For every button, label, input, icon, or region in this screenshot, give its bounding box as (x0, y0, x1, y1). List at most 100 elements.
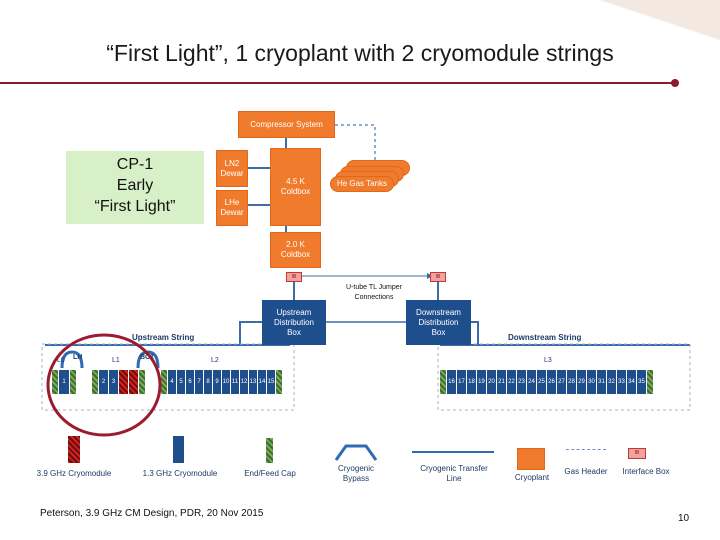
legend-gas-header-line (566, 449, 606, 450)
module-4: 4 (168, 370, 176, 394)
page-number: 10 (678, 513, 690, 524)
legend-endcap-swatch (266, 438, 273, 463)
ln2-line2: Dewar (220, 168, 244, 178)
legend-bypass-icon (334, 444, 378, 461)
ddb-line3: Box (431, 327, 446, 337)
coldbox45-line1: 4.5 K (286, 177, 305, 186)
module-19: 19 (477, 370, 486, 394)
label-l1: L1 (112, 357, 120, 364)
coldbox20-line1: 2.0 K (286, 240, 305, 249)
legend-bypass-line2: Bypass (342, 474, 370, 483)
legend-transfer-line (412, 451, 494, 453)
upstream-distribution-box: Upstream Distribution Box (262, 300, 326, 345)
legend-ib-swatch: IB (628, 448, 646, 459)
legend-cm39-label: 3.9 GHz Cryomodule (36, 469, 112, 478)
legend-cm13-swatch (173, 436, 184, 463)
module-20: 20 (487, 370, 496, 394)
ln2-line1: LN2 (224, 158, 240, 168)
end-cap (52, 370, 58, 394)
title-rule-dot (671, 79, 679, 87)
module-3: 3 (109, 370, 118, 394)
module-17: 17 (457, 370, 466, 394)
coldbox-4-5k: 4.5 K Coldbox (270, 148, 321, 226)
legend-ib-label: Interface Box (622, 467, 670, 476)
he-gas-tanks: He Gas Tanks (330, 176, 394, 192)
downstream-distribution-box: Downstream Distribution Box (406, 300, 471, 345)
legend-cm39-swatch (68, 436, 80, 463)
label-lh: LH (73, 354, 83, 361)
module-31: 31 (597, 370, 606, 394)
module-26: 26 (547, 370, 556, 394)
label-l2: L2 (211, 357, 219, 364)
ddb-line2: Distribution (418, 317, 459, 327)
module-27: 27 (557, 370, 566, 394)
legend-transfer-line1: Cryogenic Transfer (420, 464, 488, 473)
slide-title: “First Light”, 1 cryoplant with 2 cryomo… (106, 40, 614, 66)
module-33: 33 (617, 370, 626, 394)
module-25: 25 (537, 370, 546, 394)
cryomodule-3-9ghz (119, 370, 128, 394)
coldbox45-line2: Coldbox (280, 187, 311, 196)
udb-line1: Upstream (276, 307, 312, 317)
module-30: 30 (587, 370, 596, 394)
interface-box-downstream: IB (430, 272, 446, 282)
module-2: 2 (99, 370, 108, 394)
udb-line2: Distribution (273, 317, 314, 327)
compressor-system: Compressor System (238, 111, 335, 138)
jumper-line1: U-tube TL Jumper (345, 284, 403, 291)
ib-label-downstream: IB (435, 274, 441, 280)
module-15: 15 (267, 370, 275, 394)
legend-cm13-label: 1.3 GHz Cryomodule (142, 469, 218, 478)
module-7: 7 (195, 370, 203, 394)
module-6: 6 (186, 370, 194, 394)
corner-decoration (600, 0, 720, 40)
footer-text: Peterson, 3.9 GHz CM Design, PDR, 20 Nov… (40, 508, 264, 519)
module-32: 32 (607, 370, 616, 394)
legend-cryoplant-swatch (517, 448, 545, 470)
lhe-dewar: LHe Dewar (216, 190, 248, 226)
cp1-callout: CP-1 Early “First Light” (66, 151, 204, 224)
module-23: 23 (517, 370, 526, 394)
label-l0: L0 (57, 357, 65, 364)
module-29: 29 (577, 370, 586, 394)
ln2-dewar: LN2 Dewar (216, 150, 248, 187)
coldbox20-line2: Coldbox (280, 250, 311, 259)
module-16: 16 (447, 370, 456, 394)
cp1-line2: Early (116, 177, 154, 194)
module-1: 1 (59, 370, 69, 394)
label-bc1: BC1 (140, 354, 155, 361)
end-cap (161, 370, 167, 394)
downstream-string-label: Downstream String (508, 333, 582, 342)
lhe-line2: Dewar (220, 208, 244, 217)
module-9: 9 (213, 370, 221, 394)
module-5: 5 (177, 370, 185, 394)
module-14: 14 (258, 370, 266, 394)
module-13: 13 (249, 370, 257, 394)
module-35: 35 (637, 370, 646, 394)
compressor-label: Compressor System (250, 119, 323, 129)
module-24: 24 (527, 370, 536, 394)
legend-cryoplant-label: Cryoplant (514, 473, 550, 482)
upstream-string-label: Upstream String (132, 333, 195, 342)
interface-box-upstream: IB (286, 272, 302, 282)
legend-transfer-label: Cryogenic Transfer Line (400, 464, 508, 484)
legend-endcap-label: End/Feed Cap (244, 469, 296, 478)
coldbox-2-0k: 2.0 K Coldbox (270, 232, 321, 268)
highlight-circle (46, 333, 162, 437)
module-21: 21 (497, 370, 506, 394)
module-11: 11 (231, 370, 239, 394)
legend-bypass-line1: Cryogenic (337, 464, 374, 473)
module-10: 10 (222, 370, 230, 394)
legend-gas-header-label: Gas Header (564, 467, 608, 476)
module-34: 34 (627, 370, 636, 394)
cryomodule-3-9ghz (129, 370, 138, 394)
title-rule (0, 82, 676, 84)
end-cap (70, 370, 76, 394)
legend-transfer-line2: Line (446, 474, 462, 483)
module-22: 22 (507, 370, 516, 394)
ib-label-upstream: IB (291, 274, 297, 280)
cp1-line1: CP-1 (116, 156, 154, 173)
